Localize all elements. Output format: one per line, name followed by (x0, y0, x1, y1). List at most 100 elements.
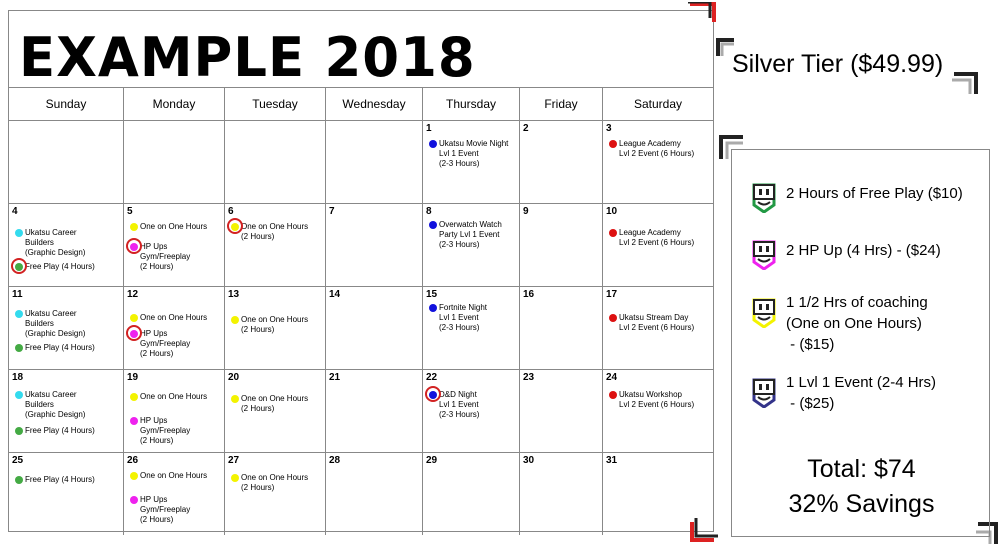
calendar-event[interactable]: HP Ups Gym/Freeplay (2 Hours) (126, 238, 190, 272)
day-cell[interactable]: 21 (326, 370, 423, 452)
calendar-event[interactable]: Free Play (4 Hours) (15, 343, 95, 353)
calendar-event[interactable]: Free Play (4 Hours) (15, 475, 95, 485)
calendar-event[interactable]: One on One Hours (2 Hours) (231, 473, 308, 493)
event-dot-icon (130, 393, 138, 401)
day-cell[interactable]: 23 (520, 370, 603, 452)
event-dot-icon (130, 472, 138, 480)
event-label: Free Play (4 Hours) (25, 262, 95, 271)
event-label: D&D Night Lvl 1 Event (2-3 Hours) (439, 390, 480, 419)
day-number: 9 (523, 206, 529, 217)
calendar-event[interactable]: Free Play (4 Hours) (15, 426, 95, 436)
tier-corner-bottom-right (952, 72, 978, 94)
calendar-event[interactable]: One on One Hours (130, 392, 207, 402)
event-dot-icon (609, 391, 617, 399)
calendar-event[interactable]: Overwatch Watch Party Lvl 1 Event (2-3 H… (429, 220, 502, 250)
event-label: One on One Hours (2 Hours) (241, 473, 309, 492)
day-number: 27 (228, 455, 240, 466)
calendar-event[interactable]: League Academy Lvl 2 Event (6 Hours) (609, 228, 694, 248)
calendar-event[interactable]: One on One Hours (130, 222, 207, 232)
event-label: Ukatsu Career Builders (Graphic Design) (25, 309, 86, 338)
mascot-badge-icon (752, 298, 776, 328)
event-label: One on One Hours (140, 313, 208, 322)
calendar-event[interactable]: Ukatsu Movie Night Lvl 1 Event (2-3 Hour… (429, 139, 508, 169)
weekday-friday: Friday (520, 88, 603, 120)
event-dot-icon (231, 395, 239, 403)
event-label: Ukatsu Stream Day Lvl 2 Event (6 Hours) (619, 313, 695, 332)
calendar-event[interactable]: One on One Hours (2 Hours) (231, 315, 308, 335)
day-cell[interactable]: 28 (326, 453, 423, 535)
weekday-monday: Monday (124, 88, 225, 120)
event-label: One on One Hours (2 Hours) (241, 315, 309, 334)
day-cell[interactable]: 16 (520, 287, 603, 369)
event-dot-icon (130, 314, 138, 322)
day-cell[interactable]: 31 (603, 453, 713, 535)
day-cell[interactable]: 29 (423, 453, 520, 535)
calendar-event[interactable]: One on One Hours (130, 313, 207, 323)
day-cell[interactable]: 7 (326, 204, 423, 286)
day-number: 19 (127, 372, 139, 383)
calendar-event[interactable]: One on One Hours (2 Hours) (227, 218, 308, 242)
tier-corner-top-left (716, 38, 734, 56)
mascot-badge-icon (752, 240, 776, 270)
event-dot-icon (15, 344, 23, 352)
calendar-event[interactable]: Ukatsu Workshop Lvl 2 Event (6 Hours) (609, 390, 694, 410)
highlight-ring-icon (425, 386, 441, 402)
calendar-event[interactable]: HP Ups Gym/Freeplay (2 Hours) (130, 495, 190, 525)
calendar-event[interactable]: HP Ups Gym/Freeplay (2 Hours) (126, 325, 190, 359)
day-number: 23 (523, 372, 535, 383)
calendar-event[interactable]: Free Play (4 Hours) (11, 258, 95, 274)
day-number: 12 (127, 289, 139, 300)
day-cell[interactable]: 14 (326, 287, 423, 369)
tier-title: Silver Tier ($49.99) (732, 50, 944, 78)
calendar-event[interactable]: Ukatsu Career Builders (Graphic Design) (15, 228, 85, 258)
calendar-event[interactable]: One on One Hours (130, 471, 207, 481)
calendar-event[interactable]: Fortnite Night Lvl 1 Event (2-3 Hours) (429, 303, 487, 333)
calendar-event[interactable]: One on One Hours (2 Hours) (231, 394, 308, 414)
day-number: 16 (523, 289, 535, 300)
day-cell[interactable] (9, 121, 124, 203)
calendar-event[interactable]: HP Ups Gym/Freeplay (2 Hours) (130, 416, 190, 446)
day-cell[interactable]: 9 (520, 204, 603, 286)
event-dot-icon (429, 304, 437, 312)
day-number: 14 (329, 289, 341, 300)
event-label: Overwatch Watch Party Lvl 1 Event (2-3 H… (439, 220, 502, 249)
day-cell[interactable] (326, 121, 423, 203)
calendar-event[interactable]: Ukatsu Career Builders (Graphic Design) (15, 309, 85, 339)
day-number: 30 (523, 455, 535, 466)
event-label: One on One Hours (140, 471, 208, 480)
calendar-event[interactable]: Ukatsu Stream Day Lvl 2 Event (6 Hours) (609, 313, 694, 333)
day-cell[interactable]: 30 (520, 453, 603, 535)
calendar-title: EXAMPLE 2018 (19, 26, 476, 89)
day-number: 29 (426, 455, 438, 466)
calendar-event[interactable]: Ukatsu Career Builders (Graphic Design) (15, 390, 85, 420)
event-dot-icon (429, 140, 437, 148)
event-label: League Academy Lvl 2 Event (6 Hours) (619, 228, 695, 247)
day-cell[interactable] (225, 121, 326, 203)
calendar-event[interactable]: D&D Night Lvl 1 Event (2-3 Hours) (425, 386, 480, 420)
day-cell[interactable]: 2 (520, 121, 603, 203)
calendar-event[interactable]: League Academy Lvl 2 Event (6 Hours) (609, 139, 694, 159)
day-cell[interactable] (124, 121, 225, 203)
total-label: Total: $74 (807, 455, 916, 483)
